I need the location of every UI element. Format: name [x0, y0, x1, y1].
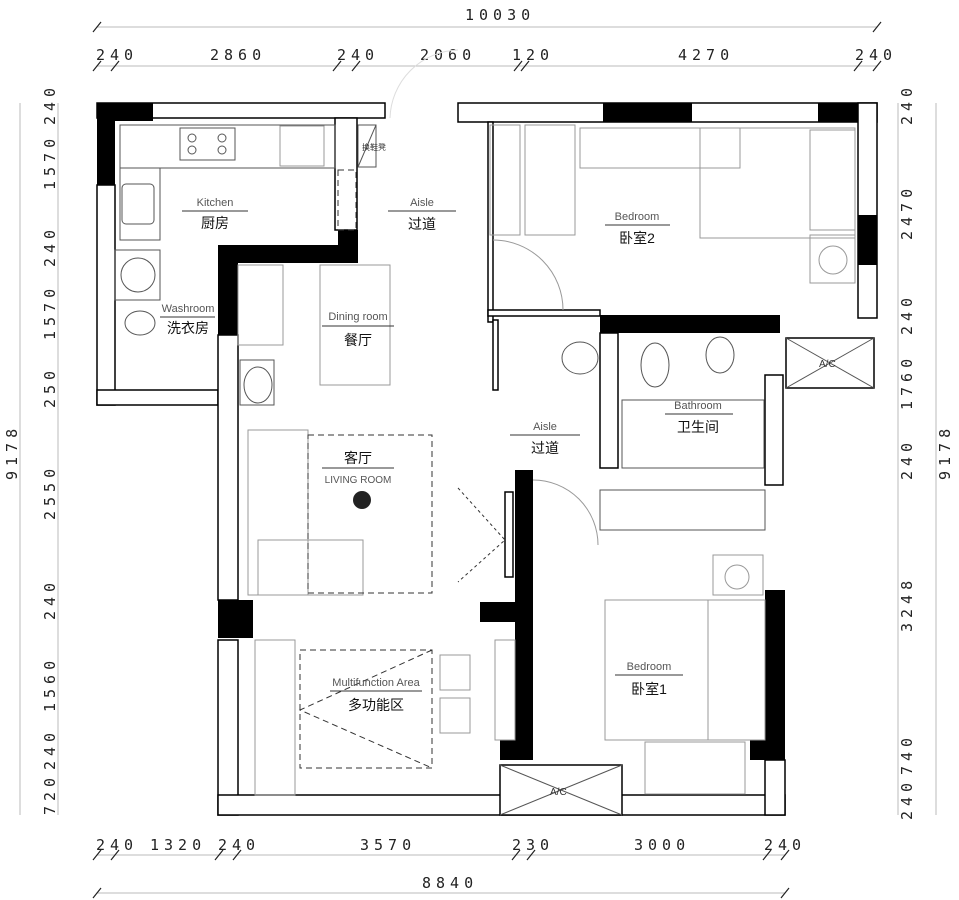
dim-left: 1560: [41, 656, 59, 712]
dim-right: 240: [898, 778, 916, 820]
svg-text:Aisle: Aisle: [533, 421, 557, 433]
dim-top: 2860: [210, 46, 266, 64]
svg-text:Washroom: Washroom: [162, 303, 215, 315]
svg-text:Dining room: Dining room: [328, 311, 387, 323]
dim-left: 240: [41, 225, 59, 267]
dim-left: 250: [41, 366, 59, 408]
dim-top: 240: [855, 46, 897, 64]
dim-bottom: 240: [764, 836, 806, 854]
dim-right: 240: [898, 293, 916, 335]
room-aisle-top: Aisle 过道: [388, 197, 456, 232]
kitchen-sink-icon: [121, 183, 155, 225]
shoe-bench-label: 换鞋凳: [362, 142, 386, 152]
dim-left: 1570: [41, 134, 59, 190]
dimensions-right: 9178 240 2470 240 1760 240 3248 740 240: [898, 83, 954, 820]
dim-left: 2550: [41, 464, 59, 520]
svg-text:过道: 过道: [531, 440, 559, 456]
dim-left: 240: [41, 728, 59, 770]
washing-machine-icon: [120, 257, 156, 293]
svg-text:Aisle: Aisle: [410, 197, 434, 209]
svg-text:卧室1: 卧室1: [631, 681, 667, 697]
stove-icon: [179, 127, 236, 161]
room-aisle-mid: Aisle 过道: [510, 421, 580, 456]
dim-top: 240: [96, 46, 138, 64]
dim-left-total: 9178: [3, 424, 21, 480]
room-washroom: Washroom 洗衣房: [160, 303, 215, 336]
room-multifunction: Multifunction Area 多功能区: [330, 677, 422, 713]
room-labels: Kitchen 厨房 Washroom 洗衣房 Aisle 过道 Bedroom 卧室2…: [160, 197, 733, 713]
dimensions-top: 10030 240 2860 240 2060 120 4270 240: [96, 6, 897, 64]
dim-left: 720: [41, 773, 59, 815]
dim-right: 740: [898, 733, 916, 775]
room-kitchen: Kitchen 厨房: [182, 197, 248, 231]
room-bedroom2: Bedroom 卧室2: [605, 211, 670, 246]
dim-bottom: 3570: [360, 836, 416, 854]
toilet-icon: [640, 342, 670, 388]
dim-right: 3248: [898, 576, 916, 632]
ac-label: A/C: [819, 359, 836, 370]
dim-right-total: 9178: [936, 424, 954, 480]
svg-text:卫生间: 卫生间: [677, 419, 719, 435]
dim-bottom-total: 8840: [422, 874, 478, 892]
dim-top: 120: [512, 46, 554, 64]
svg-text:洗衣房: 洗衣房: [167, 320, 209, 336]
dim-top: 2060: [420, 46, 476, 64]
room-bathroom: Bathroom 卫生间: [665, 400, 733, 435]
dim-top: 4270: [678, 46, 734, 64]
dim-bottom: 230: [512, 836, 554, 854]
svg-text:厨房: 厨房: [201, 215, 229, 231]
svg-text:Kitchen: Kitchen: [197, 197, 234, 209]
svg-text:Multifunction Area: Multifunction Area: [332, 677, 420, 689]
svg-text:多功能区: 多功能区: [348, 697, 404, 713]
svg-text:LIVING ROOM: LIVING ROOM: [325, 475, 392, 486]
room-dining: Dining room 餐厅: [322, 311, 394, 348]
room-bedroom1: Bedroom 卧室1: [615, 661, 683, 697]
dim-right: 1760: [898, 354, 916, 410]
svg-text:Bedroom: Bedroom: [627, 661, 672, 673]
dim-right: 240: [898, 83, 916, 125]
ac-label: A/C: [550, 787, 567, 798]
svg-text:Bathroom: Bathroom: [674, 400, 722, 412]
dim-left: 240: [41, 83, 59, 125]
dimensions-left: 9178 240 1570 240 1570 250 2550 240 1560…: [3, 83, 59, 815]
bathroom-sink-icon: [561, 341, 599, 375]
walls: [96, 102, 878, 816]
svg-text:过道: 过道: [408, 216, 436, 232]
dim-bottom: 1320: [150, 836, 206, 854]
dim-right: 240: [898, 438, 916, 480]
dim-bottom: 240: [96, 836, 138, 854]
dim-top: 240: [337, 46, 379, 64]
dim-top-total: 10030: [465, 6, 535, 24]
ac-unit-2: A/C: [499, 764, 623, 816]
svg-text:客厅: 客厅: [344, 450, 372, 466]
dimension-lines: [19, 21, 937, 899]
dimensions-bottom: 240 1320 240 3570 230 3000 240 8840: [96, 836, 806, 892]
svg-text:餐厅: 餐厅: [344, 332, 372, 348]
urinal-icon: [705, 336, 735, 374]
svg-text:卧室2: 卧室2: [619, 230, 655, 246]
room-living: 客厅 LIVING ROOM: [322, 450, 394, 509]
dim-left: 1570: [41, 284, 59, 340]
ac-unit-1: A/C: [785, 337, 875, 389]
svg-text:Bedroom: Bedroom: [615, 211, 660, 223]
dim-right: 2470: [898, 184, 916, 240]
dim-bottom: 3000: [634, 836, 690, 854]
washroom-sink-icon: [124, 310, 156, 336]
dim-bottom: 240: [218, 836, 260, 854]
fixtures: 换鞋凳: [114, 49, 875, 816]
dim-left: 240: [41, 578, 59, 620]
plant-icon: [353, 491, 371, 509]
